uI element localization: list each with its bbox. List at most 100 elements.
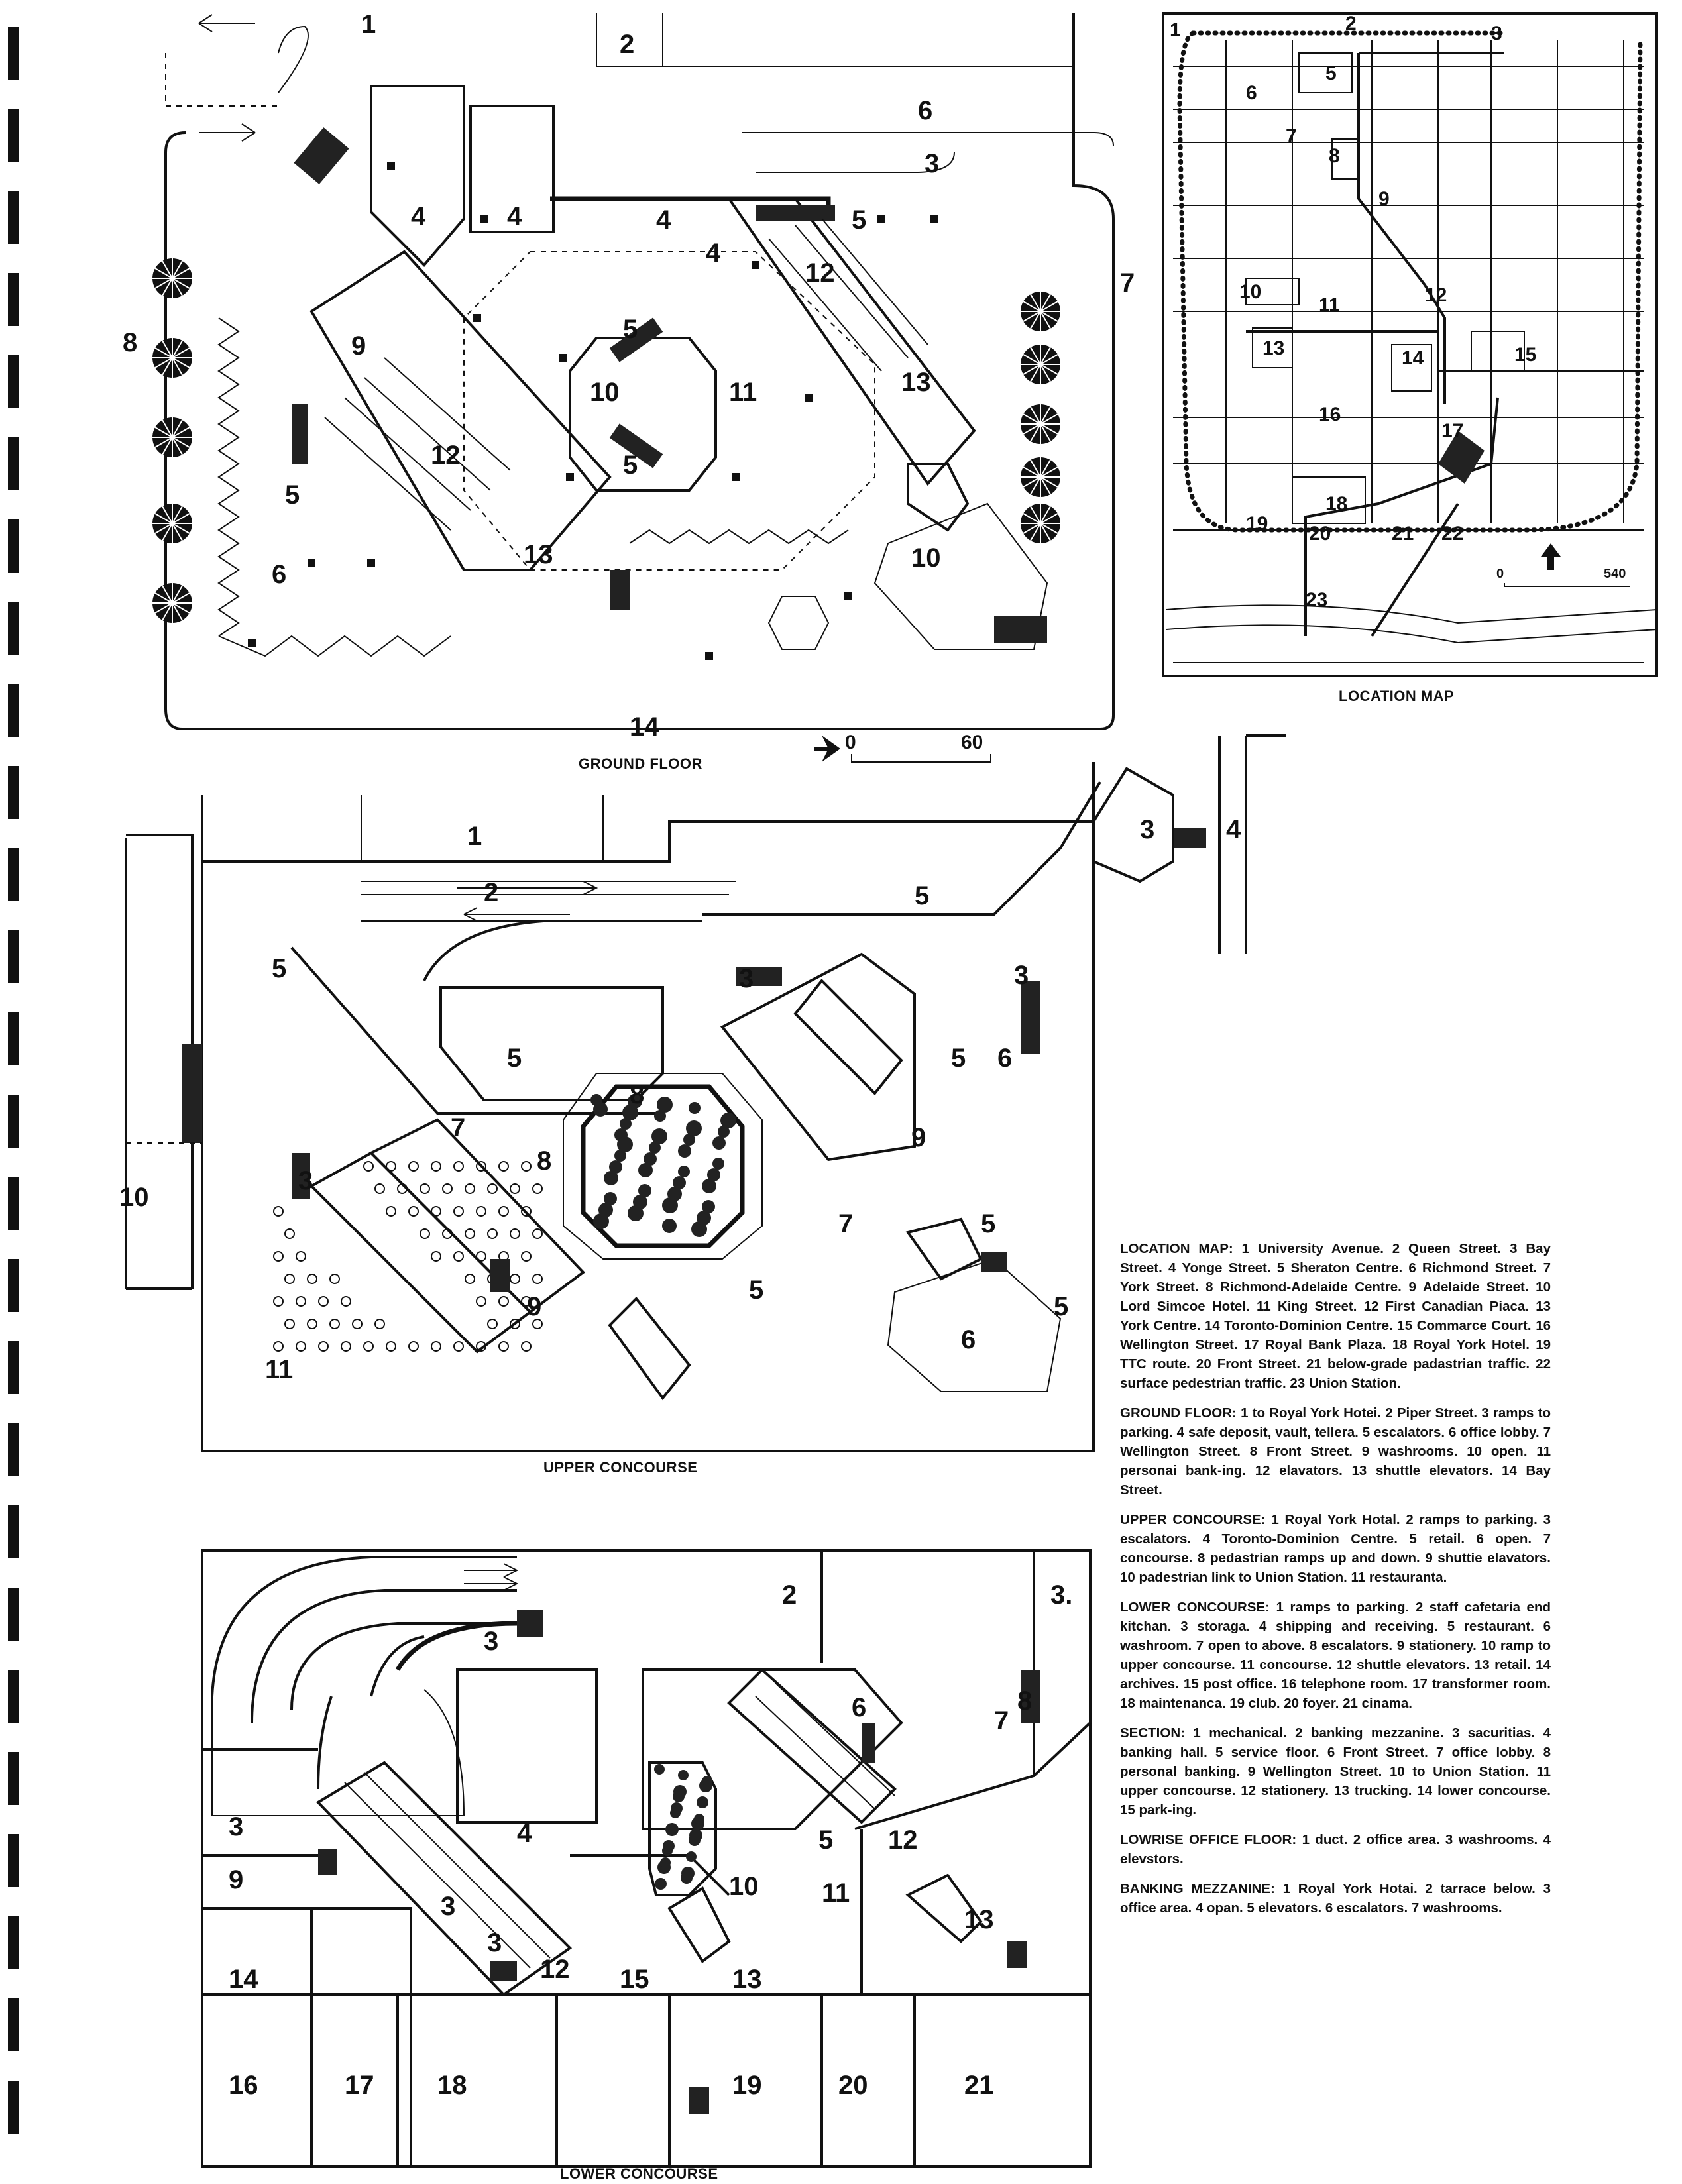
room-number: 13 [732,1965,762,1994]
room-number: 11 [1319,294,1340,316]
punch-mark [8,1588,19,1641]
table-icon [273,1296,284,1307]
room-number: 5 [623,451,638,480]
table-icon [532,1274,543,1284]
room-number: 12 [805,258,835,288]
table-icon [532,1228,543,1239]
planting [633,1195,647,1209]
punch-mark [8,109,19,162]
legend-text: 1 ramps to parking. 2 staff cafetaria en… [1120,1600,1551,1711]
table-icon [318,1341,329,1352]
legend-title: UPPER CONCOURSE: [1120,1512,1272,1527]
elevator-bays-right [768,218,928,372]
room-number: 5 [1054,1292,1068,1321]
punch-mark [8,2081,19,2134]
planting [686,1851,697,1862]
table-icon [453,1206,464,1217]
room-number: 11 [265,1355,293,1384]
legend-entry: SECTION: 1 mechanical. 2 banking mezzani… [1120,1723,1551,1820]
planting [628,1205,644,1221]
room-number: 1 [467,822,482,851]
room-number: 2 [1345,13,1357,34]
upper-concourse-caption: UPPER CONCOURSE [543,1459,697,1476]
north-arrow-icon [814,736,840,762]
scale-start: 0 [1496,567,1504,581]
room-number: 5 [915,881,929,910]
planting [707,1168,720,1181]
room-number: 7 [1120,268,1135,298]
legend-title: LOWER CONCOURSE: [1120,1600,1276,1615]
room-number: 10 [729,1872,759,1901]
table-icon [465,1274,475,1284]
column [367,559,375,567]
room-number: 6 [852,1693,866,1722]
punch-mark [8,1834,19,1887]
planting [702,1179,716,1193]
table-icon [510,1319,520,1329]
table-icon [420,1183,430,1194]
table-icon [307,1319,317,1329]
column [480,215,488,223]
table-icon [498,1206,509,1217]
room-number: 5 [507,1044,522,1073]
room-number: 20 [838,2071,868,2100]
tree-icon [1021,345,1060,384]
table-icon [465,1183,475,1194]
room-number: 5 [981,1209,995,1238]
table-icon [296,1296,306,1307]
table-icon [284,1274,295,1284]
room-number: 13 [964,1905,994,1934]
room-number: 4 [507,202,522,231]
rail-line [1166,624,1657,644]
table-icon [329,1319,340,1329]
legend-text: 1 to Royal York Hotei. 2 Piper Street. 3… [1120,1405,1551,1498]
planting [702,1776,712,1786]
planting [718,1126,730,1138]
tree-icon [152,417,192,457]
room-number: 10 [590,378,620,407]
room-number: 5 [272,954,286,983]
tree-icon [1021,292,1060,331]
planting [617,1136,633,1152]
legend-entry: GROUND FLOOR: 1 to Royal York Hotei. 2 P… [1120,1403,1551,1500]
punch-mark [8,684,19,737]
planting [638,1184,651,1197]
legend-title: LOWRISE OFFICE FLOOR: [1120,1832,1302,1847]
planter [654,1764,712,1890]
punch-mark [8,437,19,490]
room-number: 4 [411,202,426,231]
punch-mark [8,766,19,819]
room-number: 5 [852,205,866,235]
table-icon [318,1296,329,1307]
planting [678,1144,691,1158]
room-number: 3 [1014,961,1029,990]
table-icon [386,1341,396,1352]
room-number: 12 [540,1955,570,1984]
street-trees-front [152,258,192,623]
room-number: 12 [888,1826,918,1855]
planter-ramps [590,1094,736,1237]
planting [638,1163,653,1177]
tree-icon [1021,457,1060,497]
table-icon [453,1161,464,1172]
table-icon [521,1341,532,1352]
room-number: 13 [901,368,931,397]
room-number: 7 [451,1113,465,1142]
planting [604,1192,617,1205]
table-icon [363,1341,374,1352]
table-icon [431,1206,441,1217]
planting [678,1166,690,1177]
room-number: 11 [822,1879,850,1908]
room-number: 3 [229,1812,243,1841]
punch-mark [8,191,19,244]
planting [593,1213,609,1229]
room-number: 21 [1392,523,1414,545]
table-icon [386,1161,396,1172]
room-number: 19 [1246,513,1268,535]
table-icon [397,1183,408,1194]
plan-legend: LOCATION MAP: 1 University Avenue. 2 Que… [1120,1239,1551,1928]
legend-text: 1 Royal York Hotal. 2 ramps to parking. … [1120,1512,1551,1585]
